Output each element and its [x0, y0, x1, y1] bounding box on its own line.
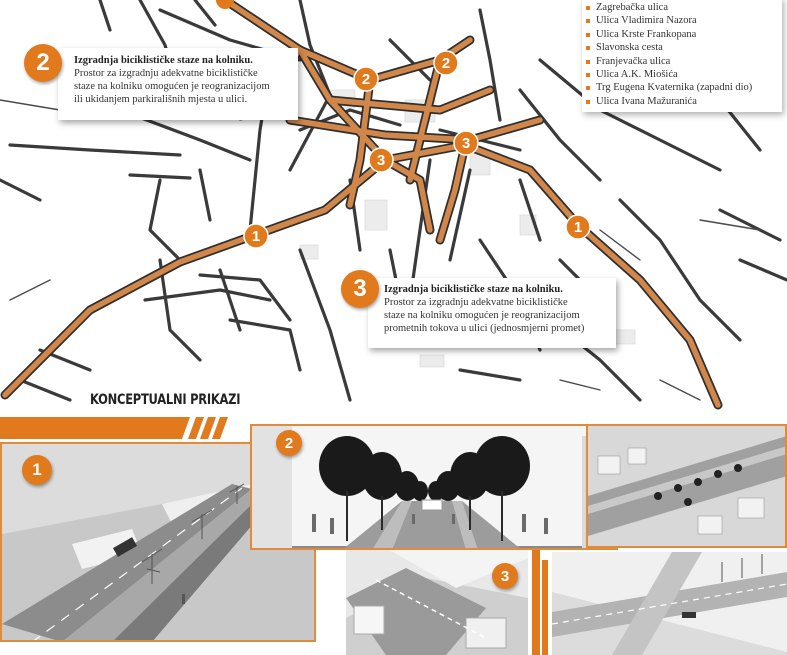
callout-2-line-2: staze na kolniku omogućen je reogranizac…: [74, 81, 270, 92]
street-item: Trg Eugena Kvaternika (zapadni dio): [586, 81, 776, 94]
street-item: Ulica Krste Frankopana: [586, 28, 776, 41]
callout-3-line-3: prometnih tokova u ulici (jednosmjerni p…: [384, 323, 585, 334]
street-item: Zagrebačka ulica: [586, 1, 776, 14]
street-item: Ulica Vladimira Nazora: [586, 14, 776, 27]
map-marker-edge: [216, 0, 234, 9]
street-item: Slavonska cesta: [586, 41, 776, 54]
street-item: Ulica Ivana Mažuranića: [586, 95, 776, 108]
panel-1-badge: 1: [22, 455, 52, 485]
street-item: Ulica A.K. Miošića: [586, 68, 776, 81]
svg-text:1: 1: [252, 228, 260, 245]
callout-2-title: Izgradnja biciklističke staze na kolniku…: [74, 55, 253, 66]
svg-text:3: 3: [462, 135, 470, 152]
callout-2: Izgradnja biciklističke staze na kolniku…: [58, 48, 298, 120]
stripe-decor: [532, 540, 548, 655]
street-item: Franjevačka ulica: [586, 55, 776, 68]
callout-3-line-1: Prostor za izgradnju adekvatne biciklist…: [384, 297, 568, 308]
map-marker-3a[interactable]: 3: [368, 147, 394, 173]
callout-3-number: 3: [341, 270, 379, 308]
concept-panel-4[interactable]: [552, 552, 787, 655]
panel-3-badge: 3: [492, 563, 518, 589]
callout-2-line-1: Prostor za izgradnju adekvatne biciklist…: [74, 68, 258, 79]
callout-3: Izgradnja biciklističke staze na kolniku…: [368, 278, 616, 348]
callout-2-line-3: ili ukidanjem parkirališnih mjesta u uli…: [74, 94, 248, 105]
map-marker-2b[interactable]: 2: [433, 50, 459, 76]
svg-text:1: 1: [574, 219, 582, 236]
concept-panel-2[interactable]: 2: [250, 424, 618, 550]
map-marker-1a[interactable]: 1: [243, 223, 269, 249]
callout-2-number: 2: [24, 44, 62, 82]
concept-panel-1[interactable]: 1: [0, 442, 316, 642]
callout-3-line-2: staze na kolniku omogućen je reogranizac…: [384, 310, 580, 321]
panel-2-badge: 2: [276, 430, 302, 456]
map-marker-2a[interactable]: 2: [353, 66, 379, 92]
street-list: Zagrebačka ulica Ulica Vladimira Nazora …: [582, 0, 782, 113]
callout-3-title: Izgradnja biciklističke staze na kolniku…: [384, 284, 563, 295]
concept-panel-3[interactable]: 3: [346, 548, 528, 655]
svg-text:3: 3: [377, 152, 385, 169]
svg-text:2: 2: [362, 71, 370, 88]
concept-panel-5[interactable]: [586, 424, 787, 548]
section-bar: [0, 417, 228, 439]
map-marker-3b[interactable]: 3: [453, 130, 479, 156]
map-marker-1b[interactable]: 1: [565, 214, 591, 240]
svg-text:2: 2: [442, 55, 450, 72]
section-title: KONCEPTUALNI PRIKAZI: [90, 392, 241, 408]
